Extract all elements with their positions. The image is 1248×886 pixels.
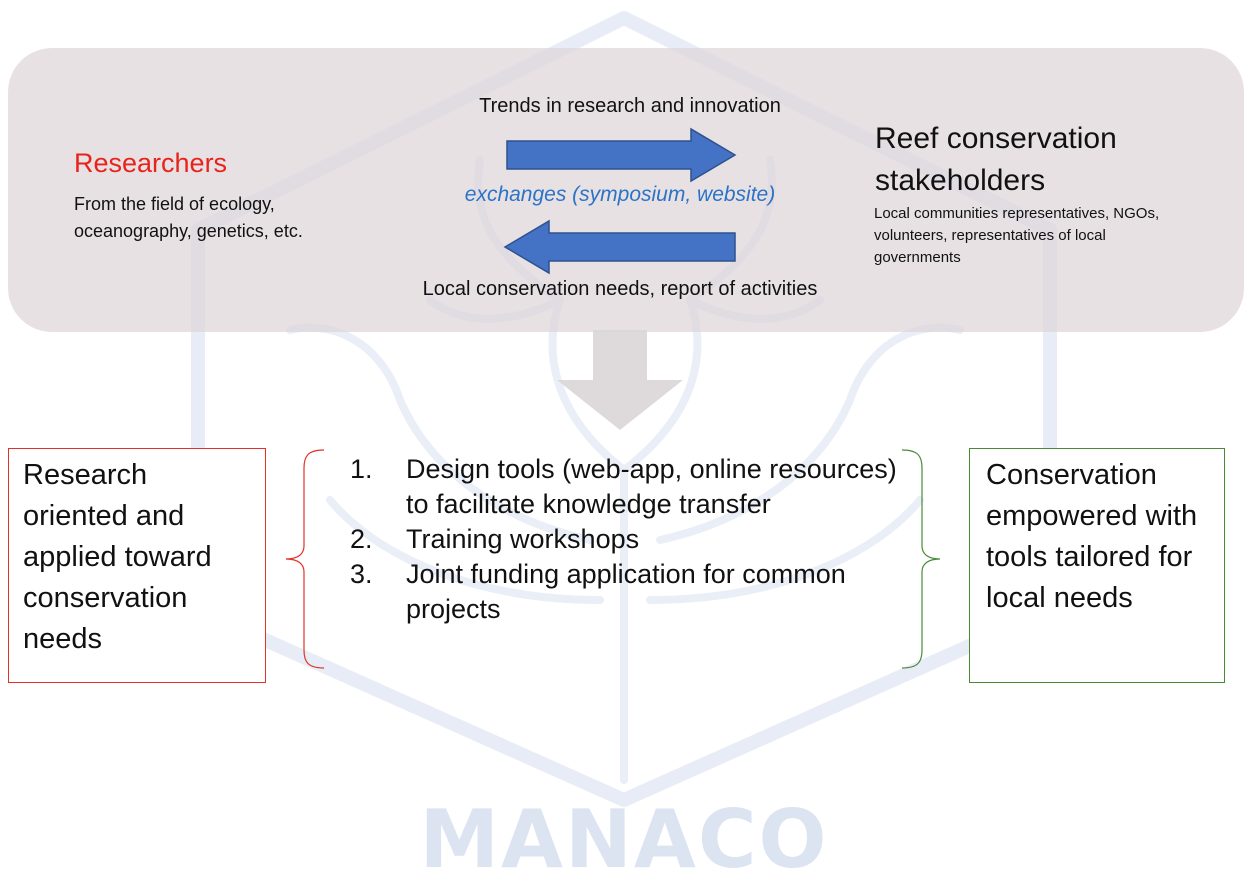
- step-text: Design tools (web-app, online resources)…: [406, 454, 897, 519]
- right-brace-icon: [901, 449, 941, 669]
- left-brace-icon: [285, 449, 325, 669]
- research-oriented-box: Research oriented and applied toward con…: [8, 448, 266, 683]
- step-number: 2.: [350, 524, 373, 554]
- list-item: 2. Training workshops: [350, 522, 910, 557]
- step-number: 3.: [350, 559, 373, 589]
- researchers-title: Researchers: [74, 148, 228, 178]
- down-arrow-icon: [557, 330, 683, 430]
- step-number: 1.: [350, 454, 373, 484]
- step-text: Joint funding application for common pro…: [406, 559, 846, 624]
- stakeholders-title: Reef conservation stakeholders: [875, 122, 1117, 197]
- watermark-text: MANACO: [419, 793, 829, 886]
- stakeholders-subtitle: Local communities representatives, NGOs,…: [874, 205, 1160, 266]
- exchange-label: exchanges (symposium, website): [464, 183, 776, 206]
- list-item: 3. Joint funding application for common …: [350, 557, 910, 627]
- list-item: 1. Design tools (web-app, online resourc…: [350, 452, 910, 522]
- researchers-subtitle: From the field of ecology, oceanography,…: [74, 194, 303, 241]
- action-steps-list: 1. Design tools (web-app, online resourc…: [350, 452, 910, 627]
- conservation-empowered-box: Conservation empowered with tools tailor…: [969, 448, 1225, 683]
- right-arrow-icon: [506, 127, 737, 183]
- exchange-panel: [8, 48, 1244, 332]
- trend-label: Trends in research and innovation: [479, 95, 781, 117]
- local-needs-label: Local conservation needs, report of acti…: [422, 278, 818, 300]
- step-text: Training workshops: [406, 524, 640, 554]
- left-arrow-icon: [503, 219, 736, 275]
